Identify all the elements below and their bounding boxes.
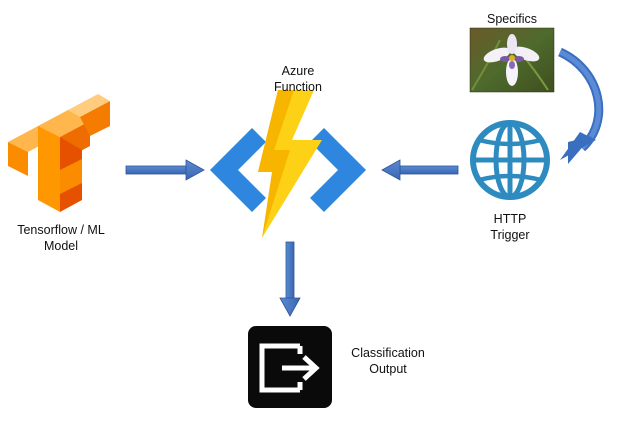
arrow-azure-to-output (279, 241, 301, 317)
azure-function-label: Azure Function (258, 63, 338, 95)
http-trigger-label: HTTP Trigger (470, 211, 550, 243)
http-trigger-label-line2: Trigger (490, 228, 530, 242)
azure-function-lightning-icon (210, 90, 366, 238)
specifics-label-text: Specifics (486, 12, 538, 26)
classification-output-label-line1: Classification (351, 346, 425, 360)
http-trigger-label-line1: HTTP (493, 212, 527, 226)
tensorflow-logo-icon (8, 94, 110, 212)
curved-arrow-specifics-to-http (557, 47, 604, 164)
tensorflow-label-line1: Tensorflow / ML (17, 223, 105, 237)
arrow-http-to-azure (381, 159, 459, 181)
classification-output-label: Classification Output (338, 345, 438, 377)
arrow-tensorflow-to-azure (125, 159, 205, 181)
tensorflow-label-line2: Model (43, 239, 79, 253)
exit-arrow-icon (248, 326, 332, 408)
iris-flower-photo (469, 27, 555, 93)
globe-icon (470, 120, 550, 200)
azure-function-label-line2: Function (274, 80, 322, 94)
tensorflow-label: Tensorflow / ML Model (6, 222, 116, 254)
specifics-label: Specifics (472, 11, 552, 27)
azure-function-label-line1: Azure (281, 64, 315, 78)
classification-output-label-line2: Output (369, 362, 407, 376)
